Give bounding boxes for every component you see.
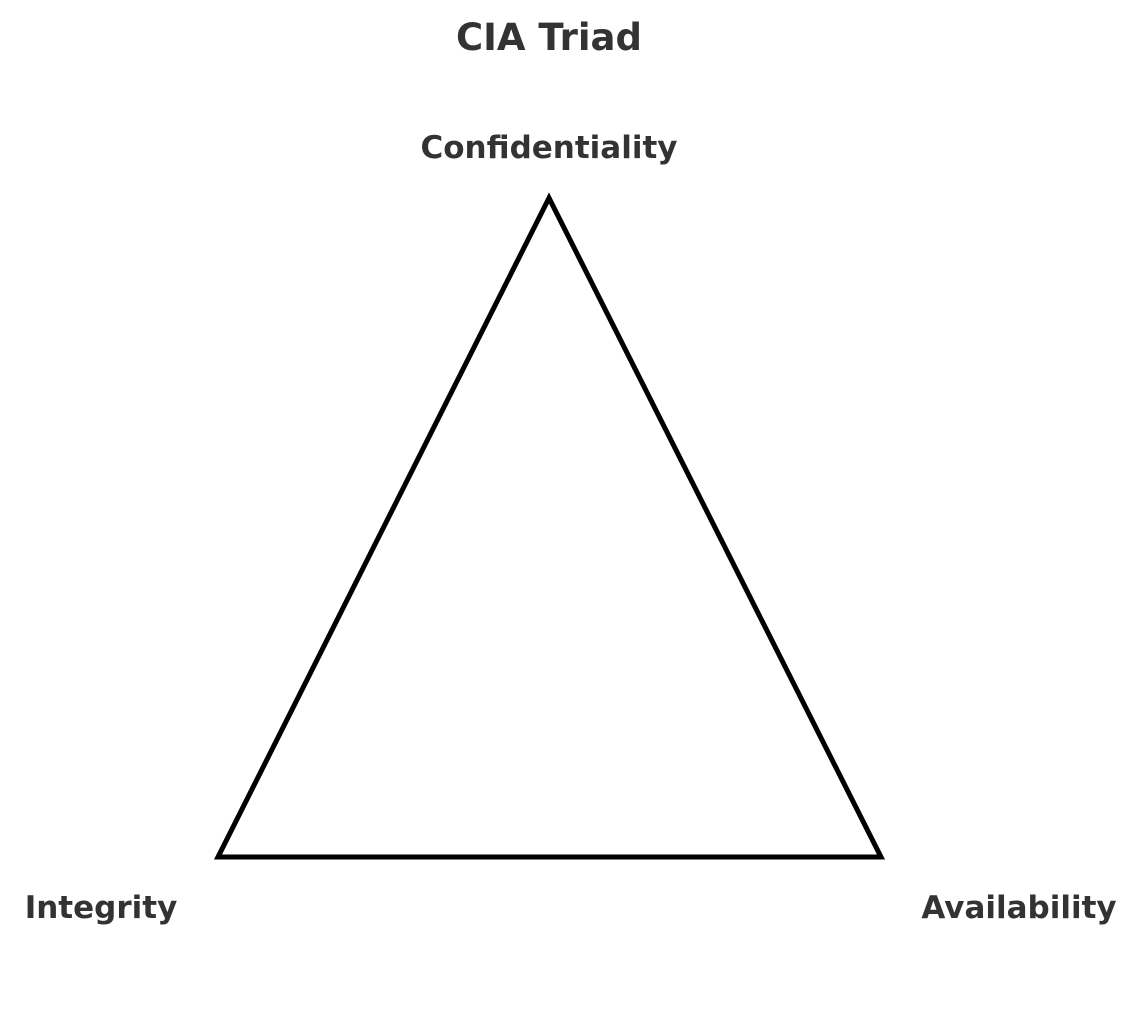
triad-triangle <box>213 192 886 860</box>
diagram-title: CIA Triad <box>456 16 642 59</box>
vertex-label-availability: Availability <box>921 890 1116 926</box>
vertex-label-confidentiality: Confidentiality <box>420 130 677 166</box>
vertex-label-integrity: Integrity <box>25 890 178 926</box>
